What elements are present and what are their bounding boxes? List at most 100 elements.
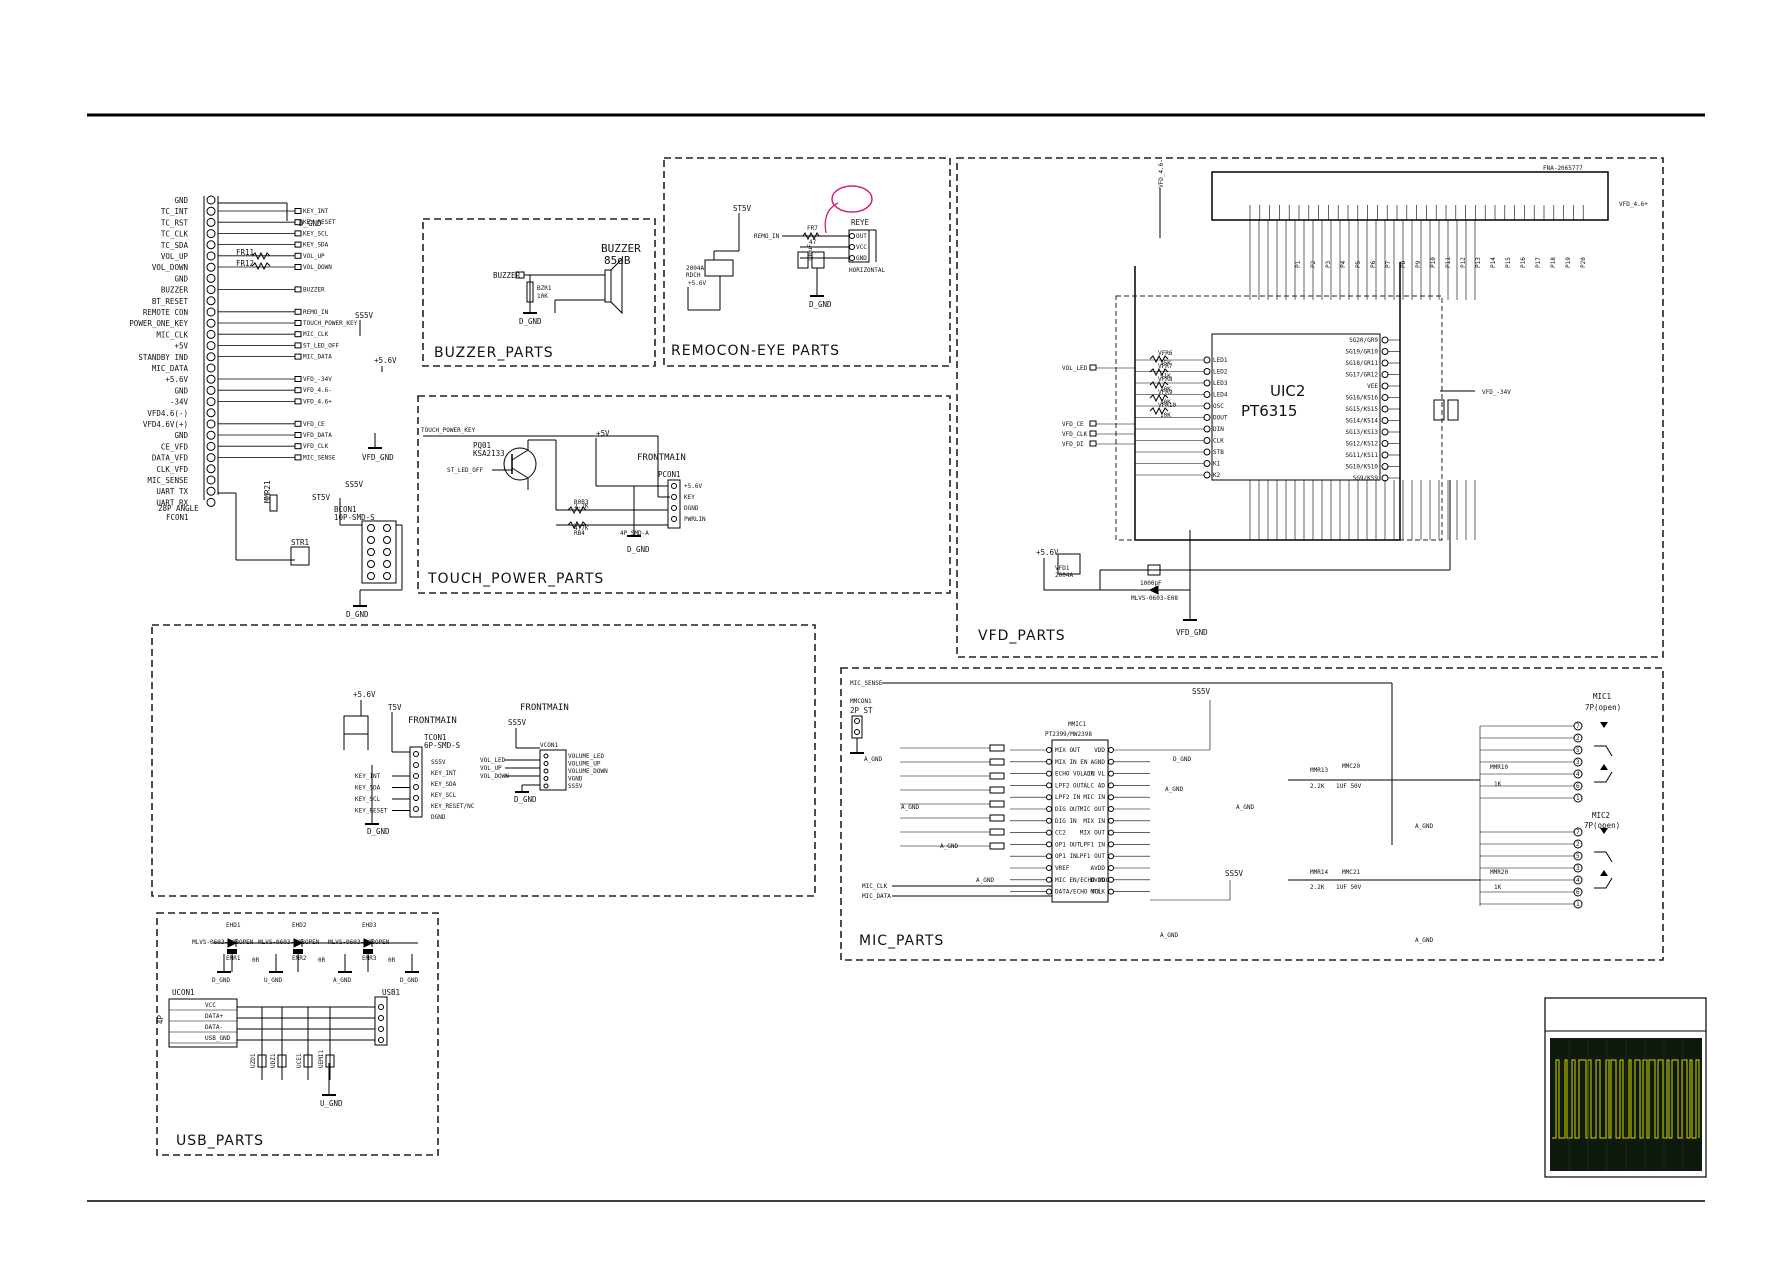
usb-bead-label: EMR1 (226, 955, 241, 962)
mic-jack-pin-label: 4 (1576, 877, 1580, 884)
connector-pin (206, 229, 216, 239)
remocon-reg-note: RDCH (686, 272, 701, 279)
mic-ic-pin-label: MIX IN EN (1055, 759, 1088, 766)
bcon-pin (383, 560, 391, 568)
remocon-section-label: REMOCON-EYE PARTS (671, 343, 840, 359)
vcon-pin-label: VGND (568, 776, 583, 783)
vfd-seg-label: P5 (1355, 260, 1362, 268)
fm-ss5v: SS5V (508, 718, 527, 727)
vfd-ic-pin-label: LED4 (1213, 392, 1228, 399)
mic-con-type: 2P ST (850, 706, 873, 715)
mic-ic-pin (1046, 888, 1052, 895)
mic-ic-pin-label: DVDD (1091, 877, 1106, 884)
vfd-ic-pin (1203, 425, 1211, 433)
dgnd-bottom-label: D_GND (346, 610, 369, 619)
vfd-ic-pin (1381, 394, 1389, 401)
vfd-v56: +5.6V (1036, 548, 1059, 557)
buzzer-icon (604, 269, 612, 303)
vfd-seg-label: P16 (1520, 257, 1527, 268)
bcon-pin (383, 572, 391, 580)
tcon-pin-label: KEY_INT (431, 770, 457, 777)
mic-ic-pin-label: MIX OUT (1080, 830, 1106, 837)
usb-bead-value: 0R (318, 957, 326, 964)
connector-pin-label: GND (174, 386, 188, 395)
mic-ic-pin-label: LPF1 OUT (1076, 853, 1105, 860)
mic-r3: MMR10 (1490, 764, 1508, 771)
mic-sense: MIC_SENSE (850, 680, 883, 687)
bcon-pin (383, 548, 391, 556)
remocon-pin-vcc: VCC (856, 244, 867, 251)
fm-t5v: T5V (388, 703, 402, 712)
mic-ic-pin-label: VREF (1055, 865, 1070, 872)
connector-net-label: VFD_-34V (303, 376, 332, 383)
remocon-cap: 100uF (807, 244, 814, 262)
bcon-pin (367, 524, 375, 532)
vfd-seg-label: P6 (1370, 260, 1377, 268)
connector-pin-label: TC_SDA (161, 241, 189, 250)
vfd-ic-pin (1381, 371, 1389, 378)
mic-ic-pin (1108, 841, 1114, 848)
remocon-ref: REYE (851, 218, 870, 227)
buzzer-title: BUZZER (601, 242, 641, 255)
connector-pin (206, 475, 216, 485)
mic-ic-pin (1108, 747, 1114, 753)
vfd-seg-label: P17 (1535, 257, 1542, 268)
touch-pcon-pin1: +5.6V (684, 483, 702, 490)
touch-section-box (417, 395, 951, 594)
usb-part-label: UDZ1 (270, 1053, 277, 1068)
mic-ic-pin (1108, 794, 1114, 801)
connector-net-label: VFD_4.6+ (303, 398, 332, 405)
bcon1-type: 10P-SMD-S (334, 513, 375, 522)
vfd-tube: FNA-2065777 (1543, 165, 1583, 172)
vfd-ic-pin-label: SG12/KS12 (1345, 441, 1378, 448)
vfd-ic-pin-label: SG13/KS13 (1345, 429, 1378, 436)
touch-pcon-pin3: DGND (684, 505, 699, 512)
touch-pcon: PCON1 (658, 470, 681, 479)
connector-pin-label: TC_CLK (161, 230, 189, 239)
vfd-seg-label: P1 (1295, 260, 1302, 268)
vcon-pin (543, 761, 549, 766)
fm-title1: FRONTMAIN (408, 716, 457, 726)
vfd-ic-pin (1381, 382, 1389, 390)
connector-net-label: TOUCH_POWER_KEY (303, 320, 358, 327)
fm-v56: +5.6V (353, 690, 376, 699)
vfd-res-label: VFR9 (1158, 389, 1173, 396)
connector-pin-label: REMOTE CON (143, 308, 188, 317)
vfd-ic-pin-label: DIN (1213, 426, 1224, 433)
vfd-ic-pin-label: SG19/GR10 (1345, 349, 1378, 356)
connector-pin (206, 441, 216, 451)
mic-jack-pin-label: 4 (1576, 771, 1580, 778)
connector-net-label: VOL_UP (303, 253, 325, 260)
tcon-pin-label: KEY_SDA (431, 781, 457, 788)
mic2-type: 7P(open) (1584, 821, 1620, 830)
mic-net-data: MIC_DATA (862, 893, 891, 900)
connector-pin-label: +5.6V (165, 375, 188, 384)
fr12-label: FR12 (236, 259, 254, 268)
connector-type: 28P ANGLE (158, 504, 199, 513)
vfd-res-value: 15K (1160, 360, 1171, 367)
vfd-res-label: VFR7 (1158, 363, 1173, 370)
connector-pin (206, 341, 216, 351)
connector-pin-label: -34V (170, 398, 189, 407)
connector-net-label: VOL_DOWN (303, 264, 332, 271)
vfd-res-value: 51K (1160, 373, 1171, 380)
connector-net-label: BUZZER (303, 286, 325, 293)
mic-circuit: MIC_SENSE MMCON1 2P ST A_GND MMIC1 PT239… (850, 680, 1621, 944)
vfd-ic-pin (1381, 348, 1389, 355)
usb-conn-pin (378, 1026, 384, 1032)
vfd-cap: 1000pF (1140, 580, 1162, 587)
vfd-res-value: 10K (1160, 412, 1171, 419)
mmr21-label: MMR21 (263, 480, 272, 503)
connector-net-label: VFD_4.6- (303, 387, 332, 394)
mic-r1-val: 2.2K (1310, 783, 1325, 790)
mic-r4-val: 1K (1494, 884, 1502, 891)
mic-ic-pin (1046, 806, 1052, 812)
tcon-pin (413, 795, 419, 801)
connector-pin (206, 497, 216, 507)
mic-jack-pin-label: 5 (1576, 853, 1580, 860)
frontmain-net-label: KEY_INT (355, 773, 381, 780)
fr11-label: FR11 (236, 248, 254, 257)
mic-ic-pin (1108, 829, 1114, 836)
mic-agnd9: A_GND (1236, 804, 1254, 811)
touch-pcon-pin2: KEY (684, 494, 695, 501)
